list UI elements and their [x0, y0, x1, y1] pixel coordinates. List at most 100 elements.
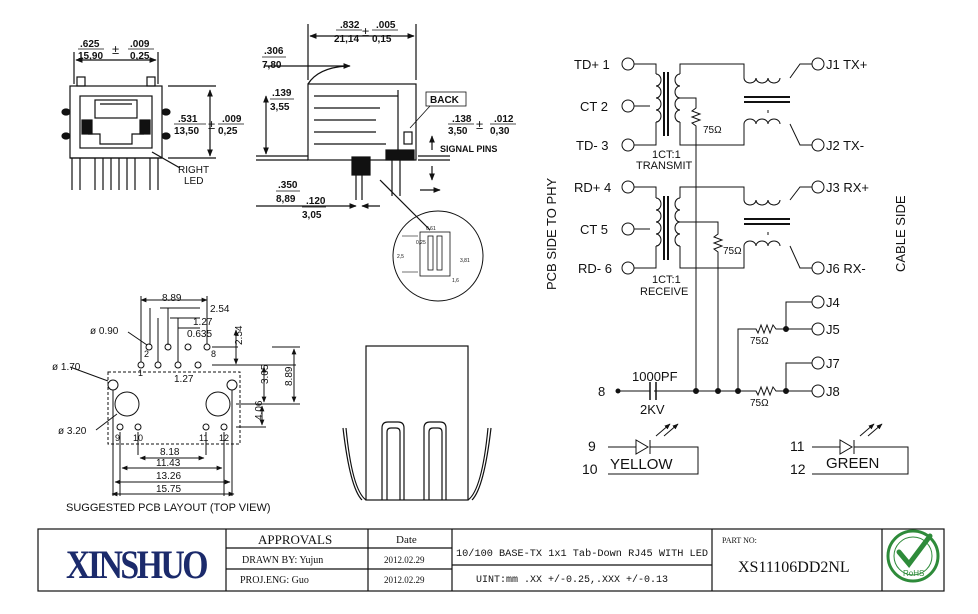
label-transmit-ratio: 1CT:1 [652, 149, 681, 161]
title-block-text: XINSHUO APPROVALS Date DRAWN BY: Yujun 2… [66, 532, 850, 587]
label-green: GREEN [826, 455, 879, 472]
pcb-caption: SUGGESTED PCB LAYOUT (TOP VIEW) [66, 502, 271, 514]
pcb-dim-1575: 15.75 [156, 484, 181, 495]
right-led-label: RIGHT LED [178, 165, 209, 187]
company-logo: XINSHUO [66, 542, 208, 587]
label-ct1: CT 2 [580, 99, 608, 114]
pcb-dim-889: 8.89 [162, 293, 182, 304]
pcb-dim-818: 8.18 [160, 447, 180, 458]
label-transmit: TRANSMIT [636, 160, 693, 172]
pcb-layout [69, 296, 300, 497]
label-j7: J7 [826, 356, 840, 371]
side-view-labels: .832 21,14 ± .005 0,15 .306 7,80 .139 3,… [262, 20, 516, 221]
pcb-dim-1326: 13.26 [156, 471, 181, 482]
pcb-dim-305: 3.05 [260, 364, 271, 384]
pcb-dim-254a: 2.54 [210, 304, 230, 315]
pcb-layout-labels: 8.89 2.54 1.27 0.635 2.54 ø 0.90 ø 1.70 … [52, 293, 295, 514]
pcb-dim-254b: 2.54 [234, 325, 245, 345]
bottom-b-in: .120 [306, 196, 326, 207]
tolerance-note: UINT:mm .XX +/-0.25,.XXX +/-0.13 [476, 574, 668, 586]
front-width-tol-mm: 0,25 [130, 51, 150, 62]
svg-text:±: ± [112, 42, 119, 57]
svg-text:±: ± [362, 24, 369, 39]
label-r75-j5: 75Ω [750, 336, 769, 347]
label-pcb-side: PCB SIDE TO PHY [544, 177, 559, 290]
side-tab-in: .306 [264, 46, 284, 57]
pcb-phi-170: ø 1.70 [52, 362, 81, 373]
back-label: BACK [430, 95, 460, 106]
pin-detail-callout: 0,61 0,25 3,81 2,5 1,6 [392, 210, 484, 302]
front-width-tol-in: .009 [130, 39, 150, 50]
label-j2: J2 TX- [826, 138, 864, 153]
label-led-11: 11 [790, 438, 805, 454]
proj-date: 2012.02.29 [384, 575, 425, 585]
detail-dim-1: 0,61 [426, 226, 436, 232]
bottom-a-mm: 8,89 [276, 194, 296, 205]
label-j1: J1 TX+ [826, 57, 867, 72]
pcb-pin1: 2 [144, 349, 149, 359]
pcb-pin11: 11 [199, 433, 208, 443]
label-rd-plus: RD+ 4 [574, 180, 611, 195]
label-receive: RECEIVE [640, 286, 688, 298]
pcb-pin2: 1 [138, 368, 143, 378]
pin-tol-in: .012 [494, 114, 514, 125]
checkmark-icon [896, 533, 933, 569]
date-header: Date [396, 534, 417, 546]
pcb-dim-127b: 1.27 [174, 374, 194, 385]
rohs-label: RoHS [903, 569, 924, 578]
front-height-tol-mm: 0,25 [218, 126, 238, 137]
proj-eng: PROJ.ENG: Guo [240, 575, 309, 586]
pin-length-in: .138 [452, 114, 472, 125]
label-j6: J6 RX- [826, 261, 866, 276]
svg-text:±: ± [208, 117, 215, 132]
label-r75-j8: 75Ω [750, 398, 769, 409]
label-yellow: YELLOW [610, 456, 673, 473]
pin-tol-mm: 0,30 [490, 126, 510, 137]
pcb-dim-127a: 1.27 [193, 317, 213, 328]
label-r75-rx: 75Ω [723, 246, 742, 257]
pcb-dim-1143: 11.43 [156, 458, 181, 469]
label-j5: J5 [826, 322, 840, 337]
label-td-minus: TD- 3 [576, 138, 609, 153]
pcb-dim-0635: 0.635 [187, 329, 212, 340]
label-led-9: 9 [588, 438, 596, 454]
title-block [37, 528, 945, 592]
pcb-pin9: 9 [115, 433, 120, 443]
front-width-mm: 15,90 [78, 51, 103, 62]
pcb-pin8: 8 [211, 349, 216, 359]
rohs-badge: RoHS [886, 529, 940, 583]
led-view [342, 345, 492, 501]
drawn-date: 2012.02.29 [384, 555, 425, 565]
pcb-phi-320: ø 3.20 [58, 426, 87, 437]
label-r75-tx: 75Ω [703, 125, 722, 136]
label-j3: J3 RX+ [826, 180, 869, 195]
pcb-phi-090: ø 0.90 [90, 326, 119, 337]
drawn-by: DRAWN BY: Yujun [242, 555, 323, 566]
right-led-line2: LED [184, 176, 203, 187]
label-cable-side: CABLE SIDE [893, 195, 908, 272]
part-no-label: PART NO: [722, 536, 757, 545]
side-height-mm: 3,55 [270, 102, 290, 113]
pcb-dim-889b: 8.89 [284, 366, 295, 386]
front-height-mm: 13,50 [174, 126, 199, 137]
side-length-mm: 21,14 [334, 34, 359, 45]
signal-pins-label: SIGNAL PINS [440, 144, 497, 154]
label-led-10: 10 [582, 461, 598, 477]
schematic [608, 57, 909, 475]
approvals-header: APPROVALS [258, 532, 332, 547]
schematic-labels: TD+ 1 CT 2 TD- 3 1CT:1 TRANSMIT RD+ 4 CT… [544, 57, 908, 477]
label-cap-voltage: 2KV [640, 402, 665, 417]
side-length-in: .832 [340, 20, 360, 31]
pcb-pin10: 10 [133, 433, 143, 443]
label-pin8: 8 [598, 384, 605, 399]
label-cap-value: 1000PF [632, 369, 678, 384]
side-view [256, 24, 450, 231]
label-receive-ratio: 1CT:1 [652, 274, 681, 286]
right-led-line1: RIGHT [178, 165, 209, 176]
front-width-in: .625 [80, 39, 100, 50]
side-length-tol-in: .005 [376, 20, 396, 31]
label-j4: J4 [826, 295, 840, 310]
bottom-b-mm: 3,05 [302, 210, 322, 221]
label-ct2: CT 5 [580, 222, 608, 237]
